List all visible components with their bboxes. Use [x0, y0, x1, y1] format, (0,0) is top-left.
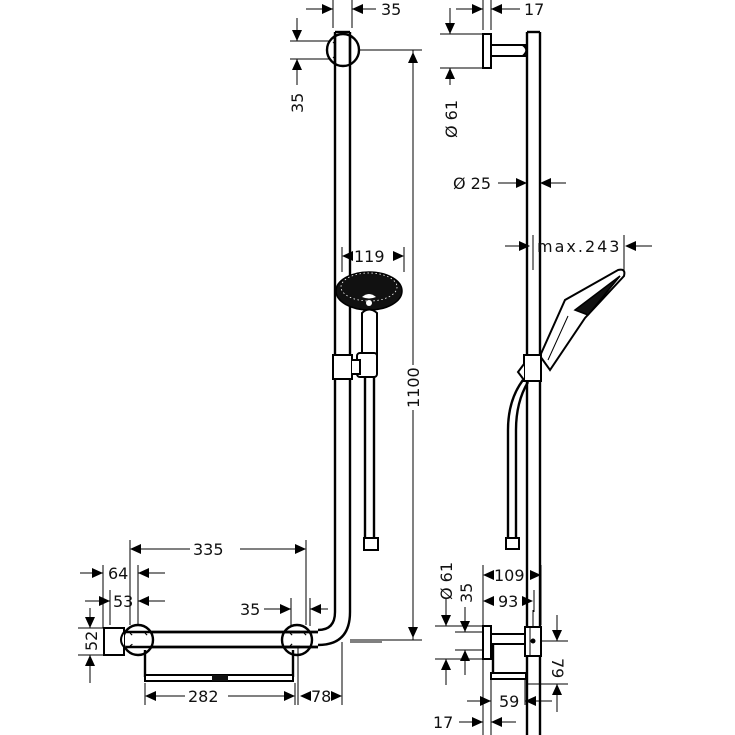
dim-bottom-rosette-depth: 17	[433, 660, 516, 735]
dim-bottom-bracket-height: 35	[455, 583, 483, 675]
dim-label: 35	[288, 93, 307, 113]
dim-label: 59	[499, 692, 519, 711]
dim-label: 35	[381, 0, 401, 19]
dim-label: 335	[193, 540, 224, 559]
dim-wall-mount-height: 52	[78, 608, 104, 683]
front-view: 35 35 1100	[78, 0, 423, 706]
dim-label: 93	[498, 592, 518, 611]
dim-label: 52	[82, 631, 101, 651]
dim-label: 17	[524, 0, 544, 19]
dim-label: 1100	[404, 367, 423, 408]
dim-bottom-depth-inner: 93	[483, 590, 535, 612]
dim-label: 78	[311, 687, 331, 706]
dim-top-bracket-height: 35	[288, 18, 330, 113]
dim-label: 109	[494, 566, 525, 585]
dim-label: Ø 25	[453, 174, 491, 193]
dim-bottom-depth-outer: 109	[482, 565, 542, 625]
dim-elbow-offset: 78	[297, 641, 382, 706]
shelf	[143, 650, 295, 682]
dim-grab-bar-length: 335	[129, 540, 307, 625]
dim-label: 64	[108, 564, 128, 583]
dim-label: 53	[113, 592, 133, 611]
dim-wall-mount-offset: 64	[80, 564, 165, 628]
dim-bottom-rosette-diameter: Ø 61	[435, 562, 483, 685]
dim-label: 17	[433, 713, 453, 732]
dim-top-rosette-diameter: Ø 61	[440, 8, 483, 138]
dim-shelf-length: 282	[144, 683, 296, 706]
side-bottom-bracket	[482, 610, 542, 680]
dim-top-bracket-width: 35	[306, 0, 401, 28]
dim-label: 79	[548, 658, 567, 678]
dim-label: 119	[354, 247, 385, 266]
dim-bottom-holder-height: 79	[526, 615, 568, 712]
dim-hand-shower-diameter: 119	[341, 247, 405, 272]
hand-shower-side	[505, 268, 626, 550]
dim-wall-mount-depth: 53	[85, 590, 165, 625]
side-view: 17 Ø 61 Ø 25 max.243	[433, 0, 652, 735]
dim-top-bracket-depth: 17	[456, 0, 544, 30]
dim-rail-diameter: Ø 25	[453, 174, 566, 193]
dim-rail-length: 1100	[350, 49, 423, 641]
top-wall-rosette	[325, 32, 361, 68]
side-top-bracket	[482, 33, 528, 69]
dim-label: Ø 61	[442, 100, 461, 138]
dim-label: Ø 61	[437, 562, 456, 600]
dim-label: 35	[240, 600, 260, 619]
rail-slider	[332, 354, 361, 380]
vertical-rail	[317, 30, 352, 647]
dim-shelf-depth: 59	[467, 680, 552, 735]
dim-label: 35	[457, 583, 476, 603]
hand-shower-front	[335, 271, 403, 551]
dim-max-projection: max.243	[505, 235, 652, 272]
grab-bar	[103, 623, 318, 657]
dim-bottom-bracket-width: 35	[240, 598, 328, 626]
dim-label: max.243	[537, 237, 621, 256]
dim-label: 282	[188, 687, 219, 706]
